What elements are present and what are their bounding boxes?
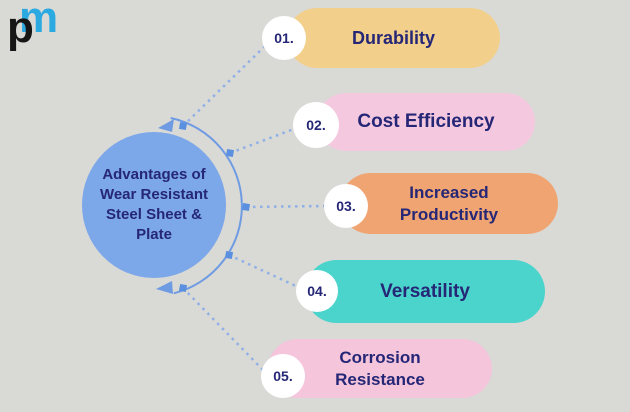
connector-node-1 [178, 121, 188, 131]
connector-node-2 [225, 148, 235, 158]
advantage-number: 01. [274, 30, 294, 46]
dotted-connector-2 [229, 127, 295, 155]
connector-node-3 [241, 202, 251, 212]
center-topic-title-line: Advantages of [102, 166, 206, 184]
connector-node-4 [224, 250, 234, 260]
center-topic-title-line: Plate [136, 225, 172, 243]
advantage-pill-increased-productivity: Increased Productivity [340, 173, 558, 234]
center-topic-title-line: Wear Resistant [99, 186, 209, 204]
advantage-number: 05. [273, 368, 293, 384]
advantage-number-badge-4: 04. [296, 270, 338, 312]
dotted-connector-3 [245, 204, 326, 209]
connector-node-5 [178, 283, 188, 293]
advantage-pill-corrosion-resistance: Corrosion Resistance [268, 339, 492, 398]
advantage-pill-versatility: Versatility [305, 260, 545, 323]
advantage-label: Corrosion Resistance [335, 348, 425, 389]
dotted-connector-1 [182, 46, 265, 127]
connector-arc [170, 117, 243, 295]
advantage-label: Increased Productivity [399, 183, 499, 224]
logo-letter-p-icon: p [7, 3, 34, 52]
center-topic-circle: Advantages of Wear Resistant Steel Sheet… [82, 132, 226, 278]
advantage-number-badge-3: 03. [324, 184, 368, 228]
advantage-label: Durability [351, 27, 435, 48]
advantage-number: 03. [336, 198, 356, 214]
advantage-number-badge-5: 05. [261, 354, 305, 398]
advantage-pill-durability: Durability [287, 8, 500, 68]
advantage-number-badge-1: 01. [262, 16, 306, 60]
logo-letter-m-icon: m [19, 0, 58, 42]
dotted-connector-5 [182, 287, 264, 371]
pipingmart-logo: m p [6, 0, 70, 68]
dotted-connector-4 [228, 253, 299, 289]
arrow-top-icon [158, 119, 174, 132]
advantage-number-badge-2: 02. [293, 102, 339, 148]
advantage-label: Cost Efficiency [357, 111, 495, 133]
advantage-number: 02. [306, 117, 326, 133]
advantage-label: Versatility [380, 280, 470, 302]
advantage-pill-cost-efficiency: Cost Efficiency [317, 93, 535, 151]
center-topic-title-line: Steel Sheet & [106, 206, 202, 223]
arrow-bottom-icon [156, 281, 173, 294]
center-topic-title: Advantages of Wear Resistant Steel Sheet… [100, 165, 208, 244]
advantage-number: 04. [307, 283, 327, 299]
